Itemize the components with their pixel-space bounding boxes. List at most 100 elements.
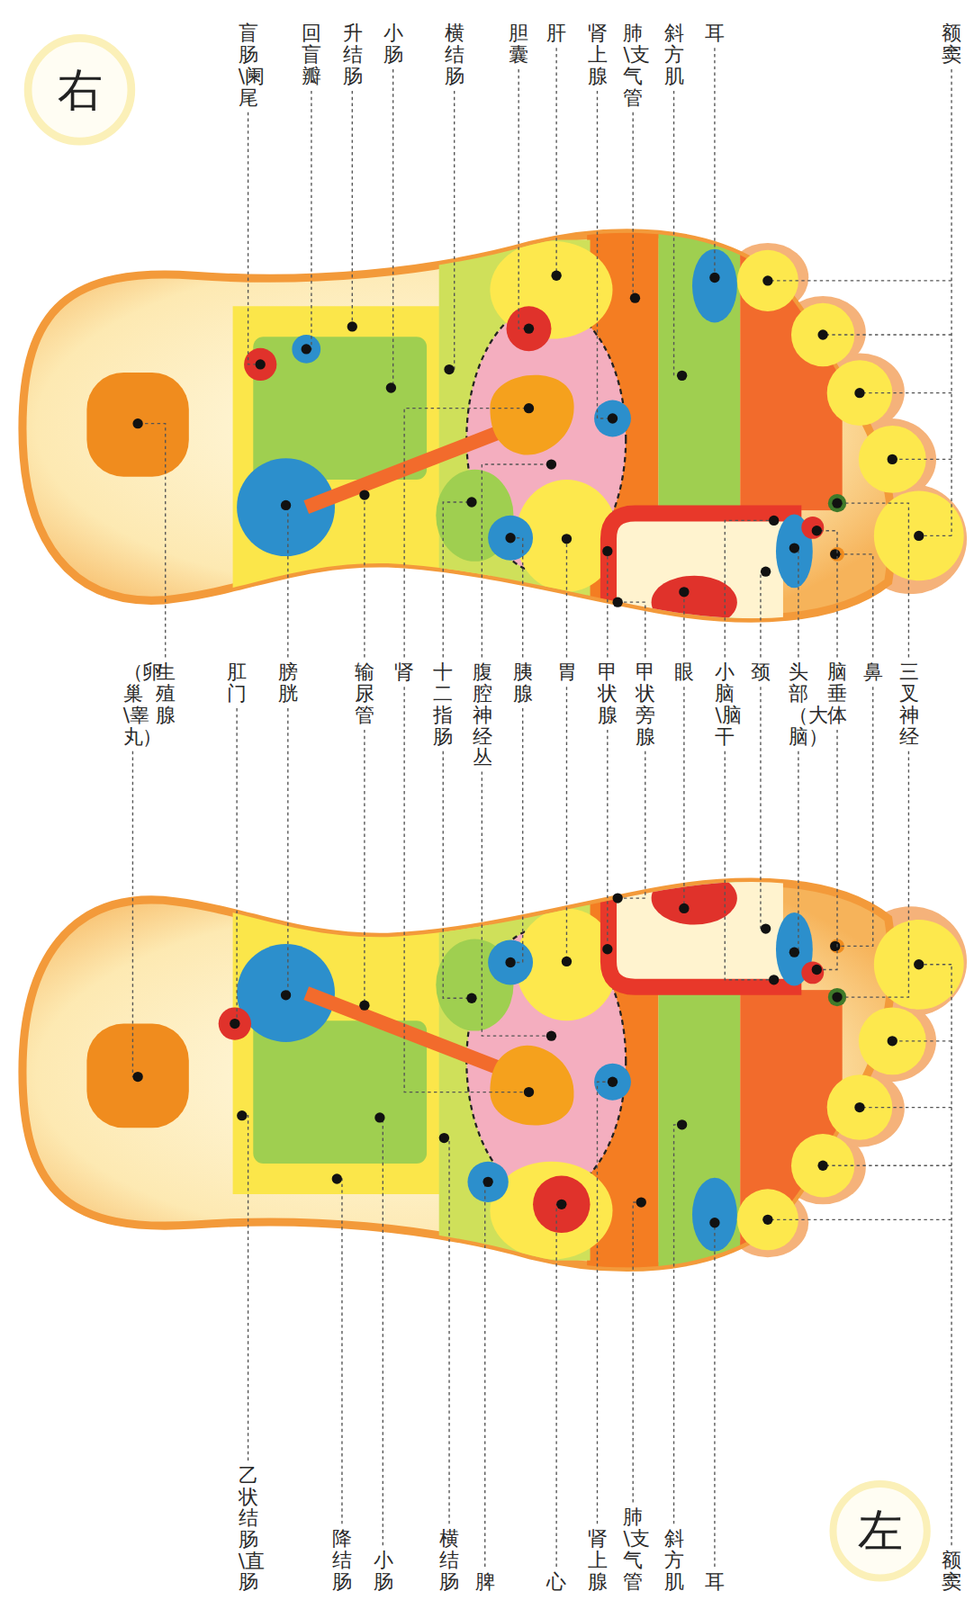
reflex-point	[817, 329, 828, 340]
leader-line	[617, 751, 646, 899]
organ-label: 肺\支气管	[622, 1506, 643, 1593]
leader-line	[816, 531, 838, 659]
leader-line	[713, 47, 715, 278]
leader-line	[442, 502, 472, 658]
reflex-point	[887, 454, 898, 465]
leader-line	[816, 730, 838, 971]
organ-label: 降结肠	[332, 1528, 352, 1593]
organ-label: 眼	[674, 661, 695, 684]
reflex-point	[561, 956, 572, 967]
leader-line	[404, 408, 529, 659]
reflex-point	[374, 1112, 385, 1123]
organ-label: 小肠	[383, 22, 404, 65]
organ-label: 肛门	[226, 661, 247, 704]
leader-line	[510, 708, 524, 963]
reflex-point	[831, 497, 842, 508]
reflex-point	[255, 359, 266, 370]
leader-line	[837, 503, 909, 658]
reflex-point	[607, 1077, 618, 1088]
organ-label: 回盲瓣	[301, 22, 322, 87]
organ-label: 甲状旁腺	[635, 661, 656, 748]
leader-line	[336, 1179, 343, 1525]
organ-label: 脾	[475, 1570, 496, 1593]
leader-line	[674, 90, 683, 376]
reflex-point	[762, 275, 773, 286]
foot-region	[291, 334, 321, 364]
foot-region	[506, 306, 552, 352]
reflex-point	[676, 1119, 687, 1130]
organ-label: 盲肠\阑尾	[238, 22, 259, 109]
leader-line	[566, 539, 568, 659]
reflex-point	[482, 1177, 493, 1188]
organ-label: 额窦	[941, 22, 962, 65]
reflex-point	[636, 1197, 647, 1208]
leader-line	[724, 751, 774, 981]
reflex-point	[280, 990, 291, 1001]
organ-label: 鼻	[863, 661, 884, 684]
leader-line	[132, 751, 138, 1078]
reflex-point	[439, 1133, 450, 1144]
leader-line	[767, 69, 952, 536]
reflex-point	[709, 1217, 720, 1228]
reflex-point	[347, 321, 358, 332]
organ-label: 生殖腺	[155, 661, 176, 726]
reflex-point	[546, 1031, 557, 1042]
leader-line	[242, 1116, 249, 1461]
organ-label: 额窦	[941, 1550, 962, 1593]
organ-label: 胰腺	[513, 661, 533, 704]
organ-label: 肾	[394, 661, 415, 684]
organ-label: 斜方肌	[664, 1528, 685, 1593]
leader-line	[306, 90, 312, 350]
reflex-point	[556, 1199, 567, 1210]
reflex-point	[505, 957, 515, 968]
organ-label: 小肠	[373, 1550, 394, 1593]
reflex-point	[676, 370, 687, 381]
foot-region	[218, 1007, 252, 1040]
reflex-point	[386, 382, 397, 393]
reflex-point	[854, 387, 865, 398]
leader-line	[835, 686, 874, 947]
reflex-point	[359, 489, 370, 500]
reflex-point	[132, 418, 143, 429]
leader-line	[683, 686, 685, 909]
reflex-point	[760, 923, 771, 934]
reflex-point	[443, 364, 454, 375]
reflex-point	[678, 586, 689, 597]
reflex-point	[236, 1110, 247, 1121]
side-circle: 右	[23, 33, 136, 146]
organ-label: 十二指肠	[432, 661, 453, 748]
organ-label: 肝	[546, 22, 567, 45]
organ-label: 头部（大脑）	[788, 661, 809, 748]
reflex-point	[762, 1215, 773, 1226]
leader-line	[760, 686, 767, 929]
reflex-point	[811, 964, 822, 975]
leader-line	[248, 112, 262, 365]
organ-label: 心	[546, 1570, 567, 1593]
leader-line	[351, 90, 353, 327]
reflex-point	[550, 270, 561, 281]
leader-line	[837, 751, 909, 998]
leader-line	[596, 90, 613, 419]
leader-line	[793, 548, 799, 658]
foot-region	[467, 1162, 508, 1203]
organ-label: 颈	[750, 661, 771, 684]
leader-line	[683, 592, 685, 659]
leader-line	[835, 554, 874, 659]
leader-line	[286, 505, 289, 658]
reflex-point	[831, 992, 842, 1002]
side-label: 右	[23, 33, 136, 146]
reflex-point	[854, 1102, 865, 1113]
leader-line	[443, 1138, 450, 1525]
left-foot	[22, 867, 967, 1297]
leader-line	[286, 708, 289, 996]
leader-line	[363, 495, 365, 658]
leader-line	[632, 112, 635, 298]
organ-label: 肾上腺	[587, 1528, 608, 1593]
reflex-point	[768, 974, 779, 985]
leader-line	[137, 423, 166, 659]
reflex-point	[229, 1019, 240, 1029]
leader-line	[485, 1181, 488, 1568]
leader-line	[442, 751, 472, 999]
